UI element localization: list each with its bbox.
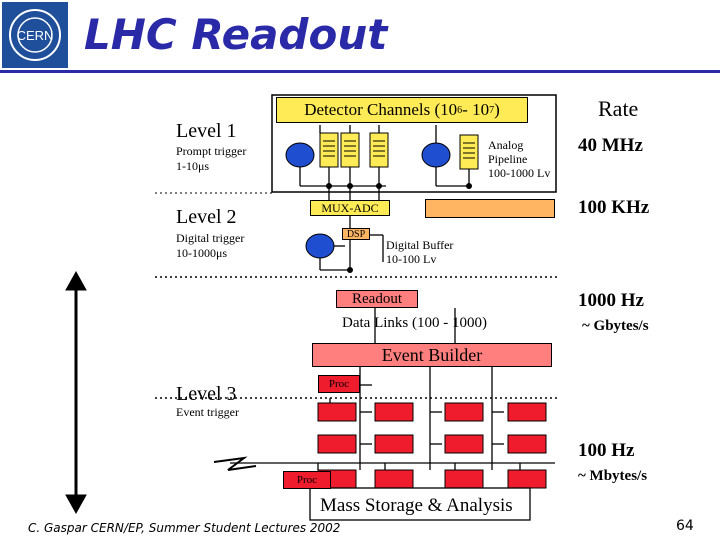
- level2-connectors: [319, 216, 384, 271]
- dsp-label: DSP: [346, 228, 366, 240]
- dsp-element-icon: [305, 233, 335, 259]
- level1-line1: Prompt trigger: [176, 144, 247, 158]
- detector-exp1: 6: [457, 104, 463, 116]
- digital-buffer-line1: Digital Buffer: [386, 238, 454, 252]
- proc-bottom-box: Proc: [283, 471, 331, 489]
- rate-heading: Rate: [598, 96, 639, 121]
- page-number: 64: [676, 518, 694, 534]
- pipeline-cells: [319, 132, 479, 170]
- page-title: LHC Readout: [84, 10, 388, 59]
- logo-text: CERN: [17, 28, 54, 43]
- level2-title: Level 2: [176, 206, 237, 228]
- detector-close: ): [494, 100, 500, 119]
- level2-line2: 10-1000μs: [176, 246, 228, 260]
- double-arrow-icon: [65, 270, 87, 515]
- cern-logo: CERN: [2, 2, 68, 68]
- proc-top-box: Proc: [318, 375, 360, 393]
- detector-channels-label: Detector Channels (10: [304, 100, 458, 119]
- detector-frame: [271, 94, 557, 193]
- rate-mbytes: ~ Mbytes/s: [578, 468, 648, 484]
- mux-adc-label: MUX-ADC: [321, 200, 379, 215]
- network-link-icon: [213, 456, 257, 471]
- rate-gbytes: ~ Gbytes/s: [582, 318, 649, 334]
- analog-pipeline-line1: Analog: [488, 138, 524, 152]
- level1-title: Level 1: [176, 120, 237, 142]
- analog-pipeline-line2: Pipeline: [488, 152, 528, 166]
- rate-100khz: 100 KHz: [578, 197, 650, 218]
- readout-box: Readout: [336, 290, 418, 308]
- footer-credit: C. Gaspar CERN/EP, Summer Student Lectur…: [28, 521, 341, 535]
- proc-nodes: [317, 402, 547, 489]
- dsp-box: DSP: [342, 228, 370, 240]
- rate-1000hz: 1000 Hz: [578, 290, 644, 311]
- level3-title: Level 3: [176, 383, 237, 405]
- level2-line1: Digital trigger: [176, 231, 245, 245]
- rate-40mhz: 40 MHz: [578, 135, 643, 156]
- detector-sep: - 10: [462, 100, 490, 119]
- junction-dots: [326, 183, 472, 273]
- event-builder-label: Event Builder: [381, 344, 483, 365]
- level3-line1: Event trigger: [176, 405, 239, 419]
- proc-farm-lines: [230, 367, 555, 470]
- title-rule: [0, 70, 720, 73]
- detector-element-icon: [421, 142, 451, 168]
- event-builder-box: Event Builder: [312, 343, 552, 367]
- digital-buffer-line2: 10-100 Lv: [386, 252, 437, 266]
- mux-adc-box: MUX-ADC: [310, 200, 390, 216]
- proc-bottom-label: Proc: [296, 474, 318, 486]
- data-link-lines: [374, 308, 456, 343]
- readout-label: Readout: [352, 290, 402, 307]
- data-links-label: Data Links (100 - 1000): [342, 315, 487, 331]
- proc-top-label: Proc: [328, 378, 350, 390]
- buffer-bar: [425, 199, 555, 218]
- mass-storage-label: Mass Storage & Analysis: [320, 495, 513, 516]
- detector-exp2: 7: [489, 104, 495, 116]
- rate-100hz: 100 Hz: [578, 440, 635, 461]
- detector-element-icon: [285, 142, 315, 168]
- analog-pipeline-line3: 100-1000 Lv: [488, 166, 551, 180]
- mass-storage-frame: [309, 487, 531, 521]
- level1-line2: 1-10μs: [176, 159, 210, 173]
